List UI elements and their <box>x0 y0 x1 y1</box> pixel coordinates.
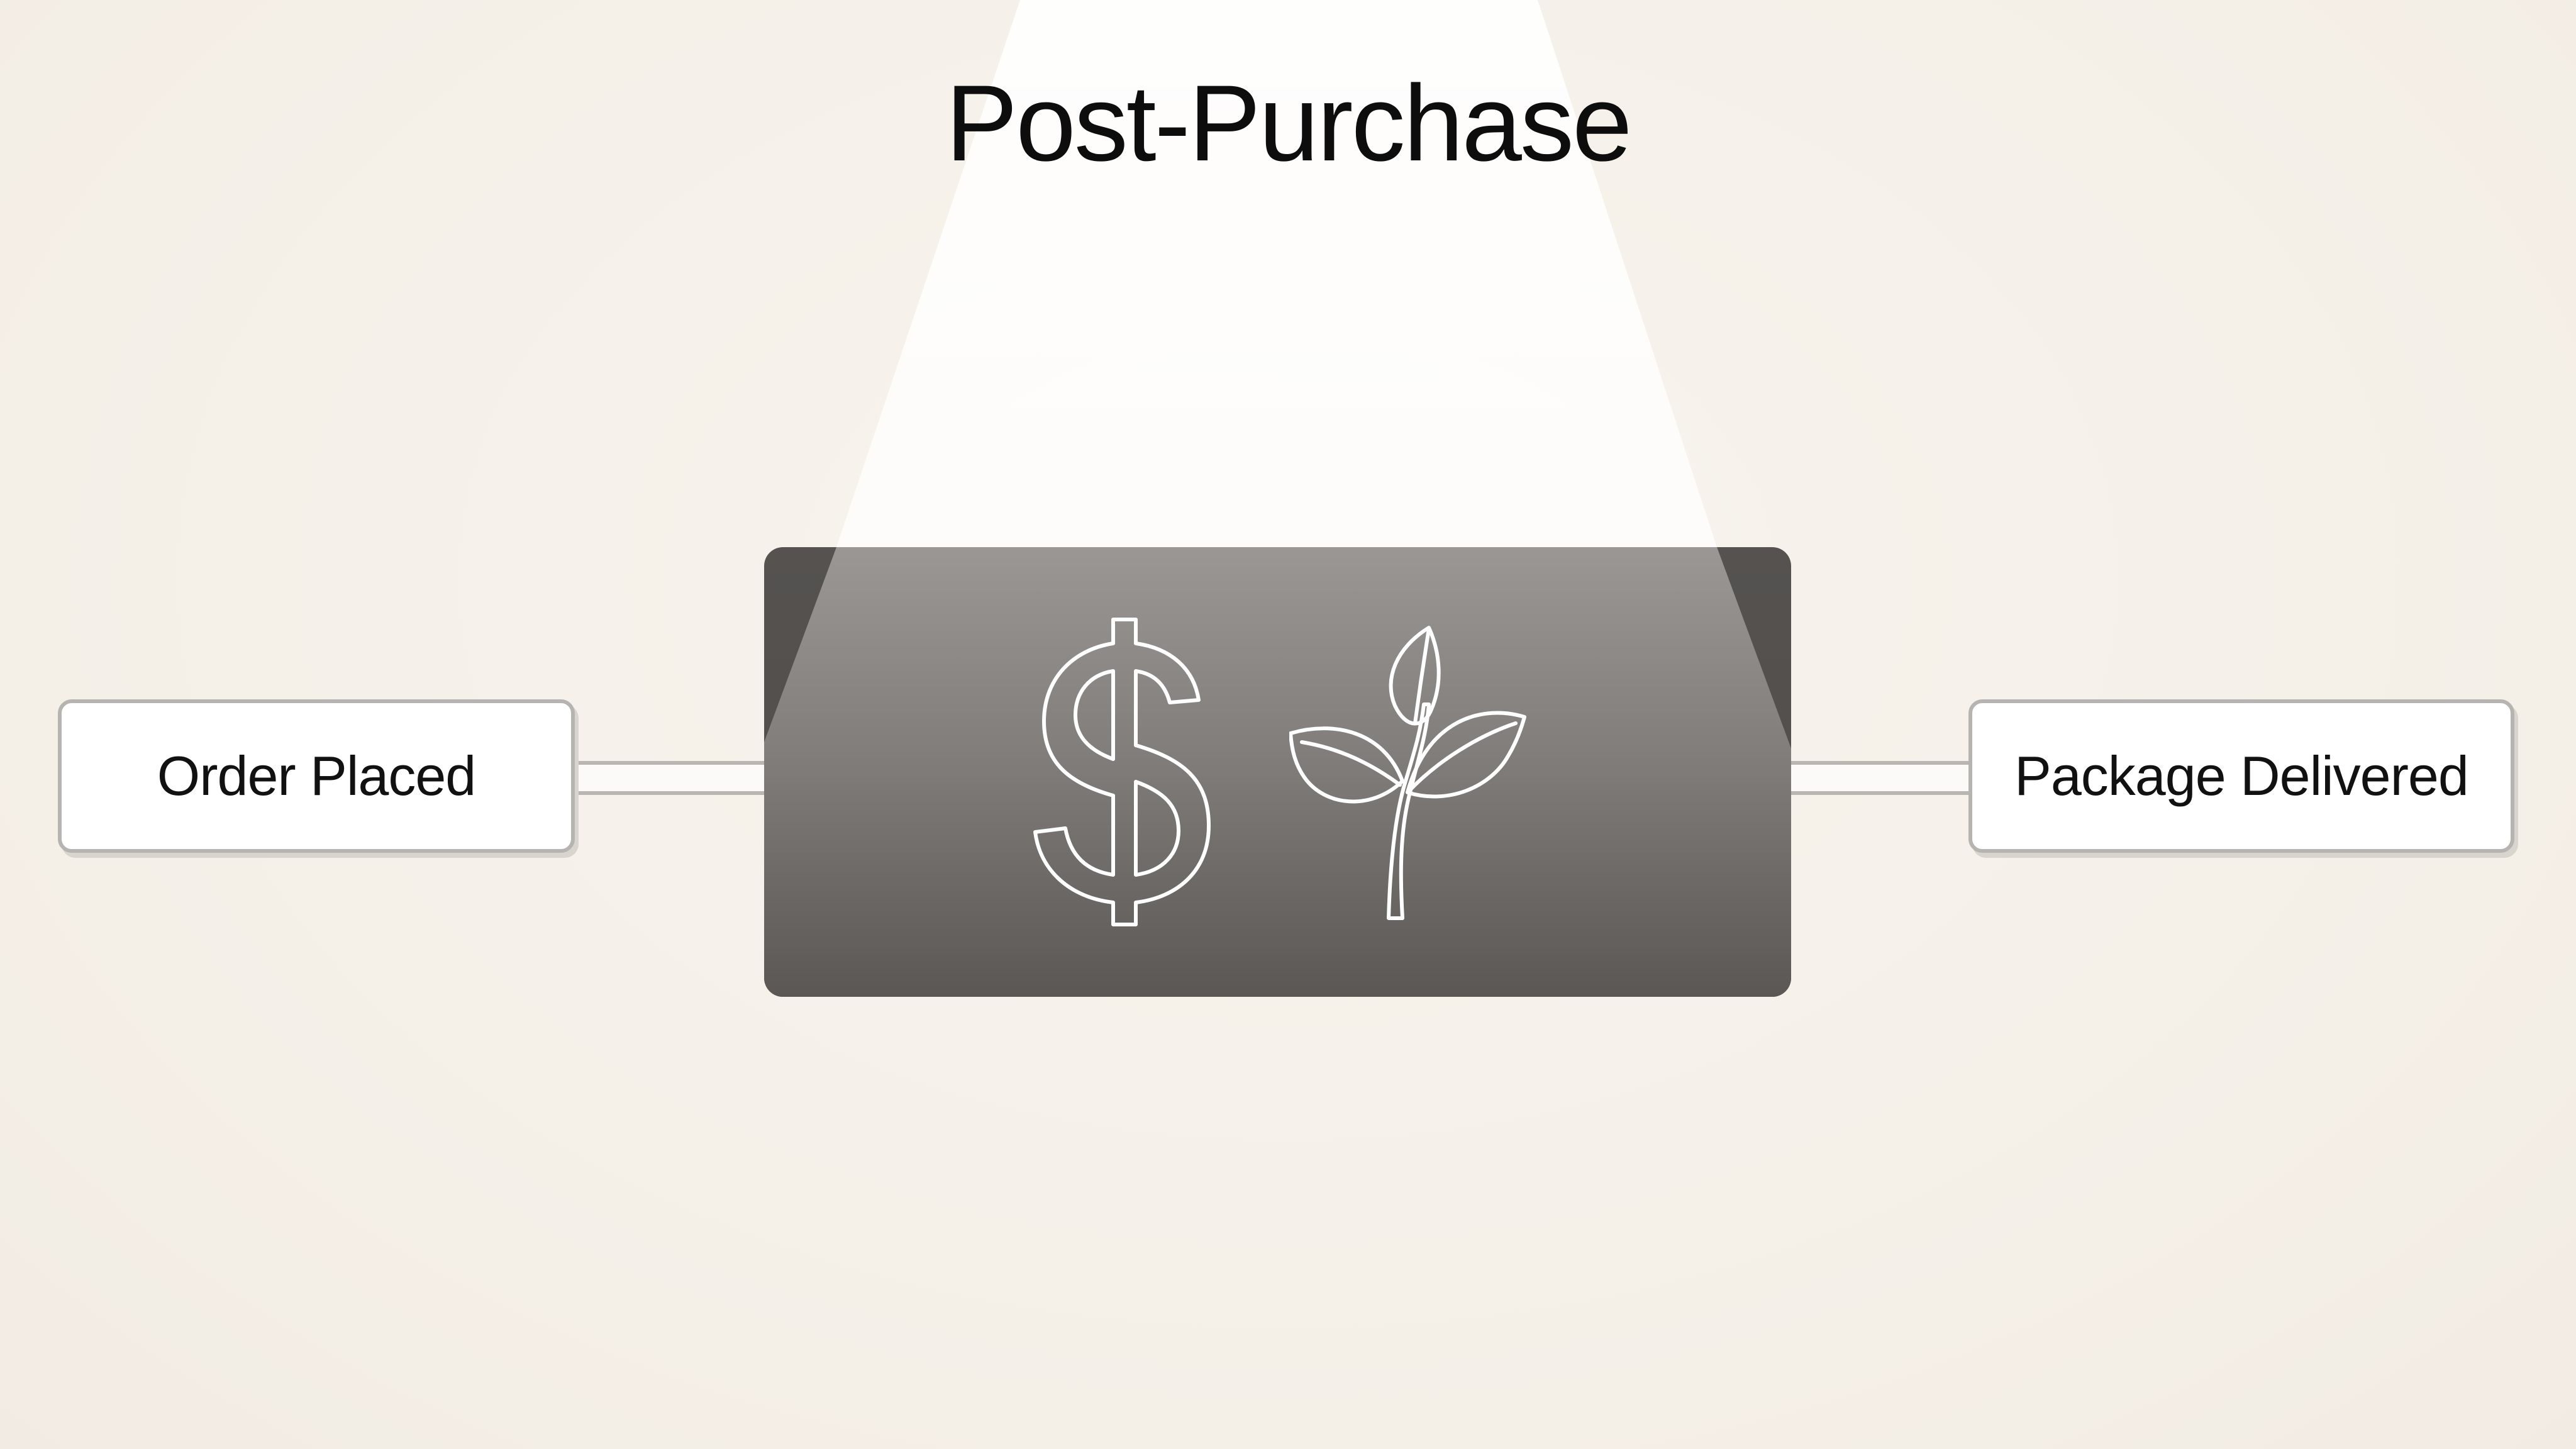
start-event-label: Order Placed <box>157 745 476 807</box>
end-event-label: Package Delivered <box>2014 745 2469 807</box>
connector-left <box>572 761 767 795</box>
diagram-title: Post-Purchase <box>945 63 1632 184</box>
center-box-light <box>764 547 1791 997</box>
end-event-box: Package Delivered <box>1968 699 2514 853</box>
connector-right <box>1786 761 1975 795</box>
start-event-box: Order Placed <box>58 699 575 853</box>
post-purchase-stage-box <box>764 547 1791 997</box>
sprout-icon <box>1289 626 1526 920</box>
dollar-sign-icon <box>1033 618 1211 926</box>
